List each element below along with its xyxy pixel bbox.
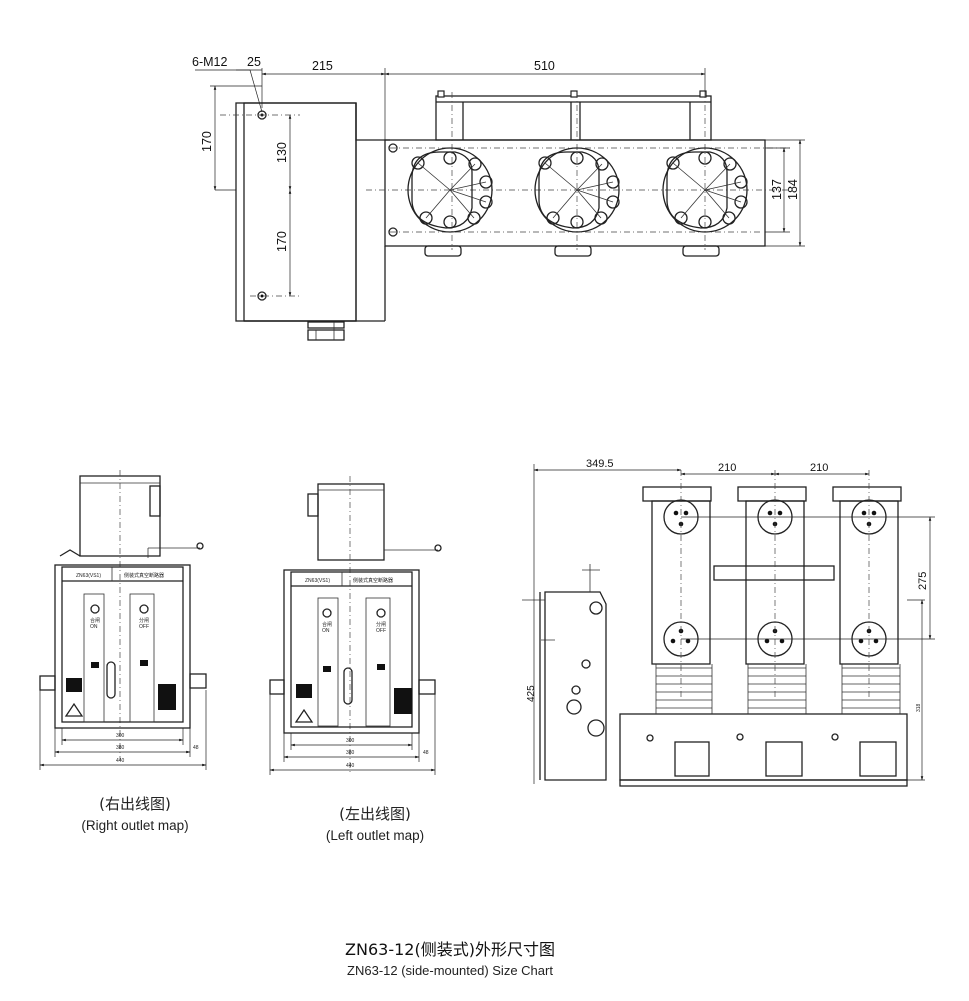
dim-170-lower: 170	[275, 231, 289, 252]
dim-184: 184	[786, 179, 800, 200]
right-outlet-caption: (右出线图) (Right outlet map)	[40, 793, 230, 833]
btn-off-en: OFF	[376, 628, 386, 634]
dim-425: 425	[526, 685, 537, 702]
nameplate-right: 侧装式真空断路器	[353, 577, 393, 584]
dim-137: 137	[770, 179, 784, 200]
left-outlet-caption: (左出线图) (Left outlet map)	[285, 803, 465, 843]
dim-25: 25	[247, 55, 261, 69]
dim-48: 48	[423, 750, 429, 756]
dim-275: 275	[917, 572, 929, 590]
right-outlet-caption-cn: (右出线图)	[99, 795, 171, 813]
dim-210-b: 210	[810, 462, 828, 474]
btn-on-cn: 合闸	[90, 617, 100, 624]
left-outlet-drawing: ZN63(VS1) 侧装式真空断路器 合闸 ON 分闸 OFF 300 380 …	[269, 476, 442, 775]
side-pole-3	[832, 486, 902, 714]
figure-title: ZN63-12(侧装式)外形尺寸图 ZN63-12 (side-mounted)…	[280, 936, 620, 978]
top-view-drawing: 6-M12 25 215 510 170 130 170 137 184	[192, 55, 805, 341]
figure-title-en: ZN63-12 (side-mounted) Size Chart	[347, 963, 553, 978]
pole-3	[662, 147, 748, 233]
dim-349-5: 349.5	[586, 458, 614, 470]
left-outlet-caption-en: (Left outlet map)	[325, 828, 425, 843]
right-outlet-drawing: ZN63(VS1) 侧装式真空断路器 合闸 ON 分闸 OFF 300 380 …	[39, 470, 207, 770]
nameplate-left: ZN63(VS1)	[305, 578, 330, 584]
btn-off-en: OFF	[139, 624, 149, 630]
dim-130: 130	[275, 142, 289, 163]
dim-510: 510	[534, 59, 555, 73]
pole-1	[407, 147, 493, 233]
dim-170-upper: 170	[200, 131, 214, 152]
dim-318: 318	[916, 703, 922, 712]
btn-off-cn: 分闸	[376, 621, 386, 628]
dim-300: 300	[116, 733, 125, 739]
dim-440: 440	[346, 763, 355, 769]
side-pole-2	[737, 486, 807, 714]
dim-380: 380	[346, 750, 355, 756]
side-pole-1	[642, 486, 713, 714]
pole-2	[534, 147, 620, 233]
dim-210-a: 210	[718, 462, 736, 474]
nameplate-right: 侧装式真空断路器	[124, 572, 164, 579]
left-outlet-caption-cn: (左出线图)	[339, 805, 411, 823]
right-outlet-caption-en: (Right outlet map)	[81, 818, 189, 833]
dim-440: 440	[116, 758, 125, 764]
nameplate-left: ZN63(VS1)	[76, 573, 101, 579]
dim-48: 48	[193, 745, 199, 751]
btn-off-cn: 分闸	[139, 617, 149, 624]
dim-300: 300	[346, 738, 355, 744]
btn-on-cn: 合闸	[322, 621, 332, 628]
dim-380: 380	[116, 745, 125, 751]
btn-on-en: ON	[90, 624, 98, 630]
btn-on-en: ON	[322, 628, 330, 634]
dim-bolt: 6-M12	[192, 55, 227, 69]
side-view-drawing: 349.5 210 210 275 425 318	[522, 458, 935, 787]
dim-215: 215	[312, 59, 333, 73]
figure-title-cn: ZN63-12(侧装式)外形尺寸图	[345, 940, 555, 959]
